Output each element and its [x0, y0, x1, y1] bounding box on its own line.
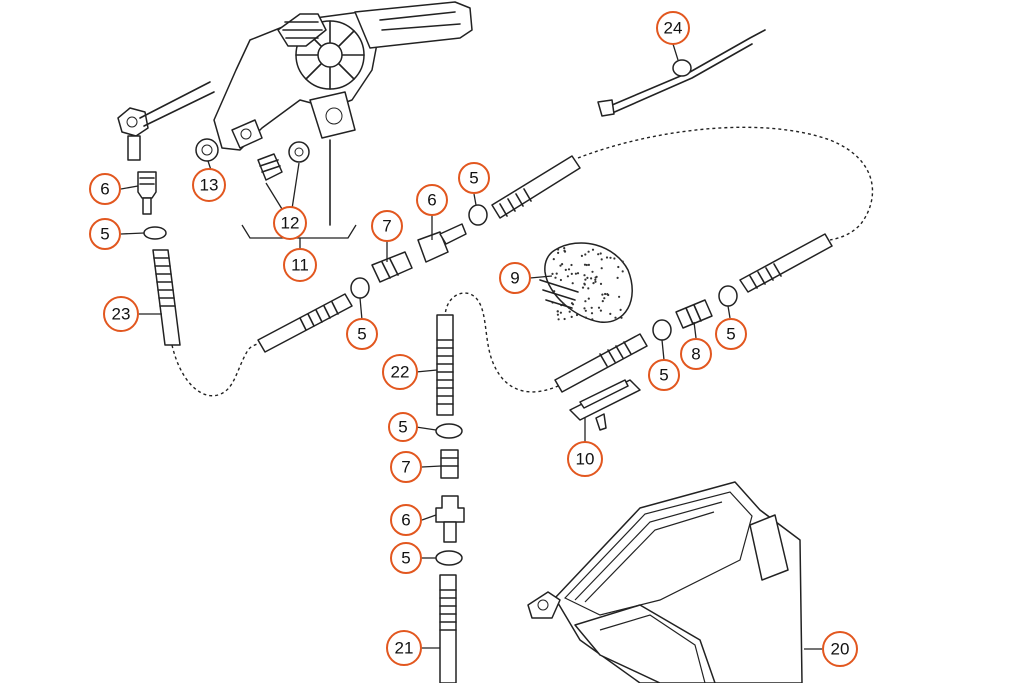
hose-top-arc — [577, 126, 874, 241]
callout-5-right-text: 5 — [726, 325, 735, 344]
callout-21-text: 21 — [395, 639, 414, 658]
callout-5-upper-text: 5 — [469, 169, 478, 188]
callout-9-text: 9 — [510, 269, 519, 288]
callout-5-upper: 5 — [458, 162, 490, 194]
callout-5-right-lower-text: 5 — [659, 366, 668, 385]
callout-22-text: 22 — [391, 363, 410, 382]
part-24-rod — [597, 29, 766, 117]
callout-13: 13 — [192, 168, 226, 202]
callout-24-text: 24 — [664, 19, 683, 38]
wiper-motor-assembly — [117, 1, 473, 226]
callout-6-left: 6 — [89, 173, 121, 205]
left-nozzle-hose — [137, 171, 181, 346]
callout-6-upper-text: 6 — [427, 191, 436, 210]
callout-5-right-lower: 5 — [648, 359, 680, 391]
callout-21: 21 — [386, 630, 422, 666]
hose-middle-loop — [444, 292, 559, 393]
callout-23-text: 23 — [112, 305, 131, 324]
callout-6-col: 6 — [390, 504, 422, 536]
vertical-hose-column — [435, 314, 465, 683]
callout-23: 23 — [103, 296, 139, 332]
callout-5-col-lower: 5 — [390, 542, 422, 574]
callout-5-col-upper-text: 5 — [398, 418, 407, 437]
right-hose-line — [554, 233, 833, 393]
hose-left-loop — [171, 341, 263, 397]
callout-5-middle-left-text: 5 — [357, 325, 366, 344]
callout-8: 8 — [680, 338, 712, 370]
callout-7-col: 7 — [390, 451, 422, 483]
callout-5-col-upper: 5 — [388, 412, 418, 442]
washer-reservoir-20 — [527, 481, 803, 683]
grommet-parts — [195, 138, 310, 223]
middle-hose-line — [257, 155, 581, 353]
callout-8-text: 8 — [691, 345, 700, 364]
callout-leaders — [120, 43, 822, 650]
callout-5-right: 5 — [715, 318, 747, 350]
callout-9: 9 — [499, 262, 531, 294]
callout-6-col-text: 6 — [401, 511, 410, 530]
callout-5-middle-left: 5 — [346, 318, 378, 350]
callout-7-upper-text: 7 — [382, 217, 391, 236]
callout-5-left-text: 5 — [100, 225, 109, 244]
callout-5-left: 5 — [89, 218, 121, 250]
callout-10-text: 10 — [576, 450, 595, 469]
callout-7-upper: 7 — [371, 210, 403, 242]
callout-20: 20 — [822, 631, 858, 667]
callout-24: 24 — [656, 11, 690, 45]
callout-20-text: 20 — [831, 640, 850, 659]
callout-7-col-text: 7 — [401, 458, 410, 477]
callout-12: 12 — [273, 206, 307, 240]
callout-10: 10 — [567, 441, 603, 477]
callout-5-col-lower-text: 5 — [401, 549, 410, 568]
callout-6-left-text: 6 — [100, 180, 109, 199]
callout-11: 11 — [283, 248, 317, 282]
callout-6-upper: 6 — [416, 184, 448, 216]
clip-10 — [569, 379, 641, 431]
callout-22: 22 — [382, 354, 418, 390]
callout-12-text: 12 — [281, 214, 300, 233]
nozzle-head-9 — [539, 242, 633, 323]
callout-11-text: 11 — [291, 256, 309, 275]
callout-13-text: 13 — [200, 176, 219, 195]
